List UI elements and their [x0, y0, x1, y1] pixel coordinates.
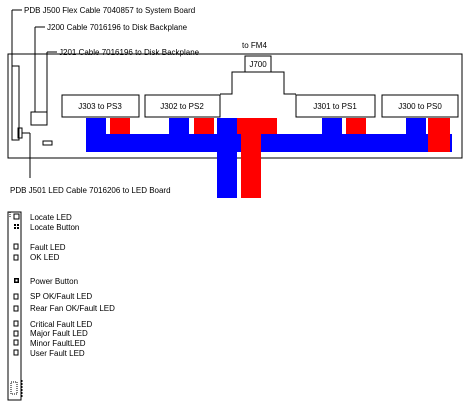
j700-label: J700 — [249, 60, 267, 69]
fm4-callout: to FM4 — [242, 41, 267, 50]
red-bus-top — [237, 118, 277, 134]
led-label-critical-fault: Critical Fault LED — [30, 320, 92, 329]
led-label-major-fault: Major Fault LED — [30, 329, 88, 338]
j303-connector — [61, 94, 140, 118]
rear-fan-led-indicator — [13, 305, 19, 312]
locate-led-indicator — [13, 213, 20, 220]
blue-power-bus — [86, 134, 452, 152]
major-fault-led-indicator — [13, 330, 19, 337]
led-label-minor-fault: Minor FaultLED — [30, 339, 86, 348]
led-board-outline — [7, 211, 22, 401]
j500-callout: PDB J500 Flex Cable 7040857 to System Bo… — [24, 6, 195, 15]
critical-fault-led-indicator — [13, 320, 19, 327]
led-label-fault-led: Fault LED — [30, 243, 66, 252]
j201-connector — [42, 140, 53, 146]
j300-connector — [381, 94, 459, 118]
j500-connector — [11, 65, 20, 141]
led-label-power-button: Power Button — [30, 277, 78, 286]
led-board-connector — [10, 381, 18, 395]
blue-stub-j303 — [86, 118, 106, 135]
led-label-user-fault: User Fault LED — [30, 349, 85, 358]
j303-label: J303 to PS3 — [78, 102, 122, 111]
j301-label: J301 to PS1 — [313, 102, 357, 111]
led-label-rear-fan: Rear Fan OK/Fault LED — [30, 304, 115, 313]
led-label-ok-led: OK LED — [30, 253, 60, 262]
red-stub-j300 — [428, 118, 450, 152]
j700-bracket — [220, 71, 296, 95]
red-trunk — [241, 134, 261, 198]
ok-led-indicator — [13, 254, 19, 261]
j501-callout: PDB J501 LED Cable 7016206 to LED Board — [10, 186, 171, 195]
red-stub-j301 — [346, 118, 366, 134]
j200-callout: J200 Cable 7016196 to Disk Backplane — [47, 23, 188, 32]
blue-stub-j301 — [322, 118, 342, 135]
user-fault-led-indicator — [13, 349, 19, 356]
minor-fault-led-indicator — [13, 339, 19, 346]
blue-trunk — [217, 118, 237, 198]
blue-stub-j302 — [169, 118, 189, 135]
j302-label: J302 to PS2 — [160, 102, 204, 111]
red-stub-j303 — [110, 118, 130, 134]
j301-connector — [295, 94, 376, 118]
fault-led-indicator — [13, 243, 19, 250]
red-stub-j302 — [194, 118, 214, 134]
blue-stub-j300 — [406, 118, 426, 135]
j200-connector — [30, 111, 48, 126]
j302-connector — [144, 94, 221, 118]
sp-ok-fault-led-indicator — [13, 293, 19, 300]
j201-callout: J201 Cable 7016196 to Disk Backplane — [59, 48, 200, 57]
j300-label: J300 to PS0 — [398, 102, 442, 111]
led-label-locate-button: Locate Button — [30, 223, 79, 232]
led-label-sp-ok-fault: SP OK/Fault LED — [30, 292, 92, 301]
led-label-locate-led: Locate LED — [30, 213, 72, 222]
